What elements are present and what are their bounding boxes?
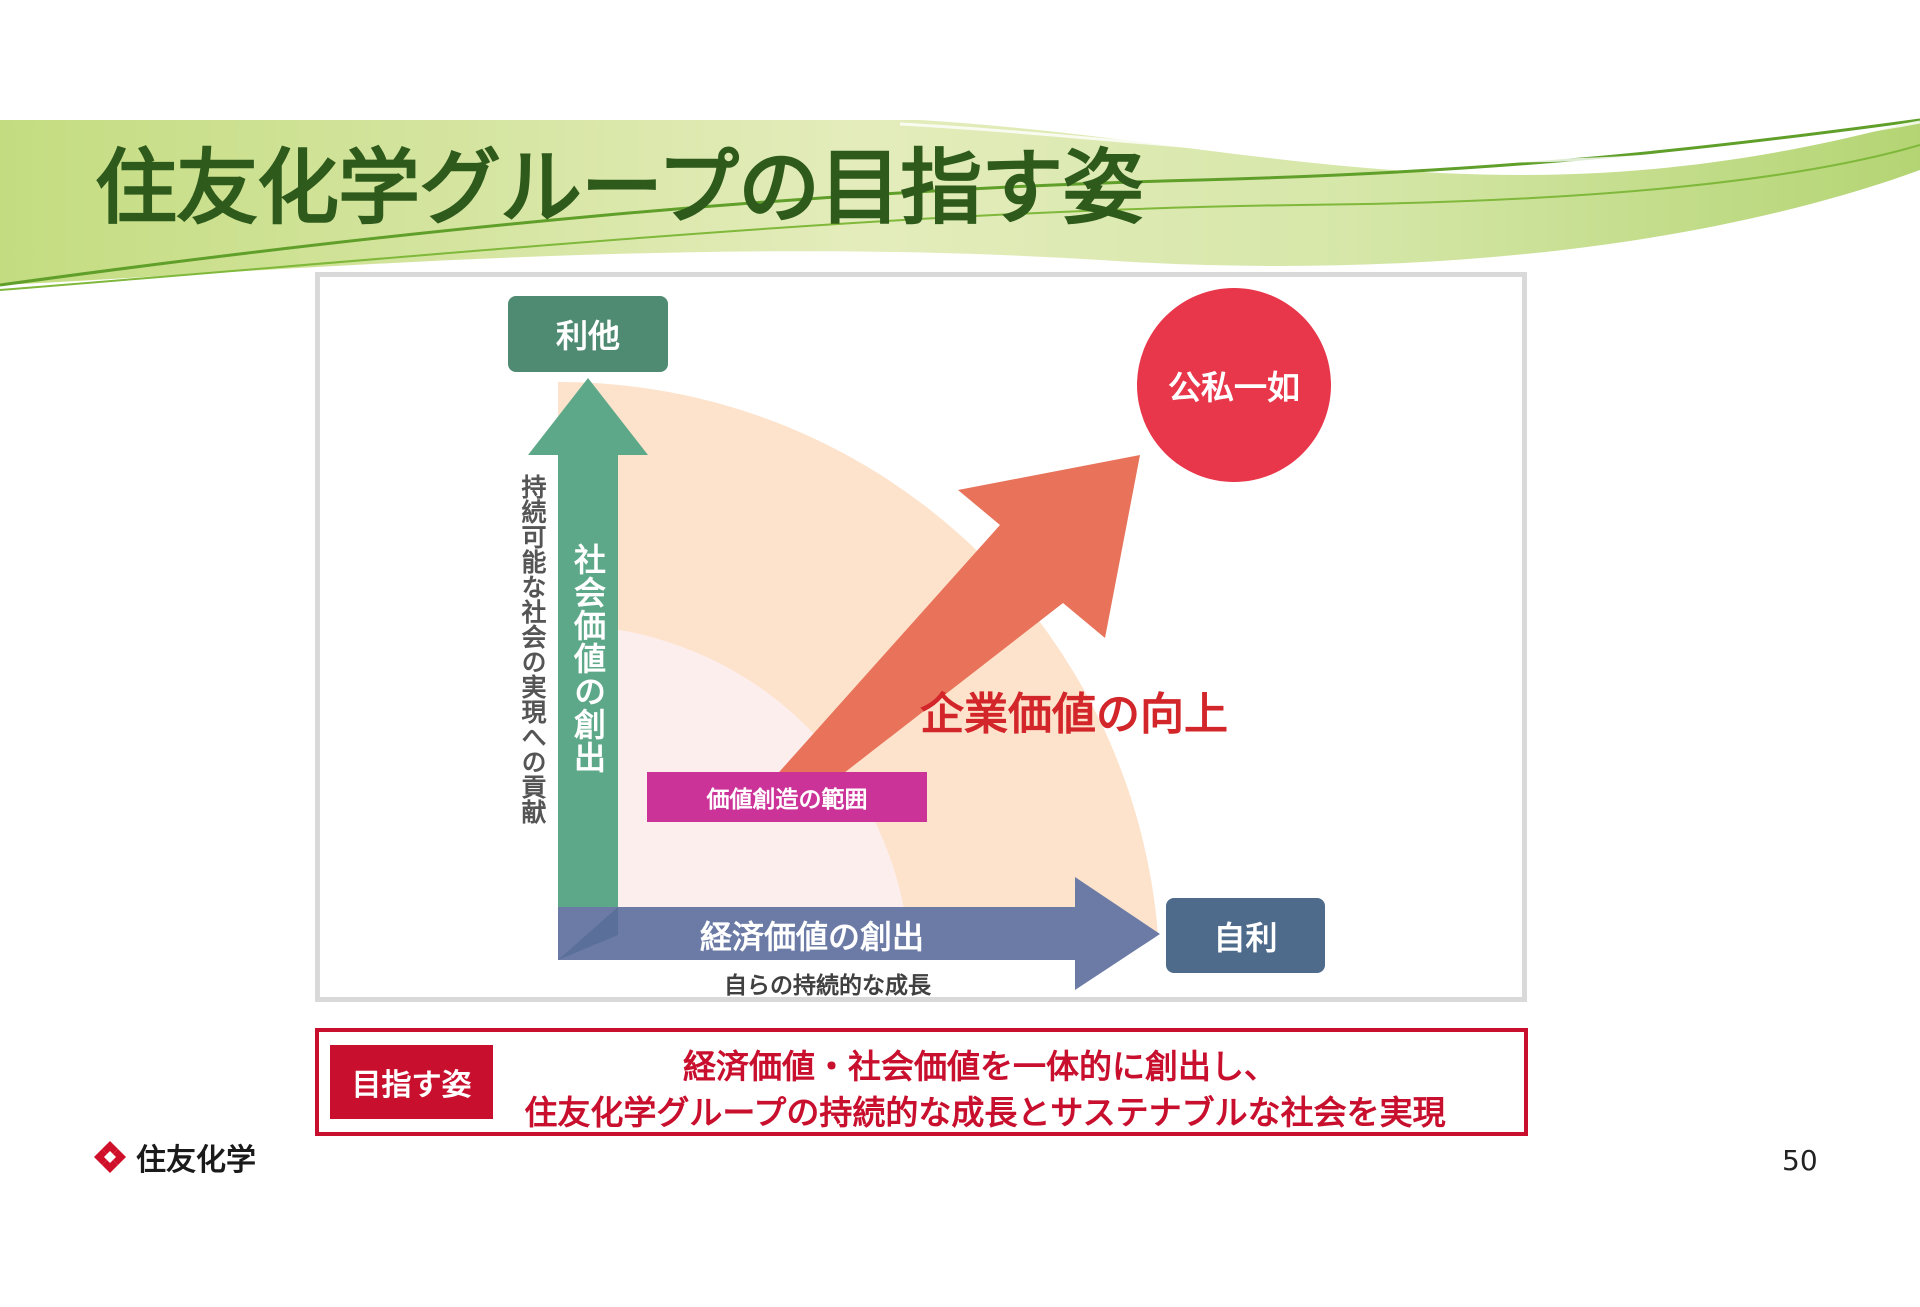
page-number: 50 [1782, 1144, 1818, 1177]
social-value-arrow [528, 378, 648, 935]
company-logo: 住友化学 [92, 1135, 256, 1179]
economic-value-axis-label: 経済価値の創出 [700, 918, 925, 956]
corporate-value-arrow [772, 455, 1140, 780]
goal-statement-box [315, 1028, 1528, 1136]
header-wave-banner [0, 118, 1920, 291]
goal-tag: 目指す姿 [330, 1045, 493, 1119]
company-logo-text: 住友化学 [136, 1143, 256, 1178]
page-title: 住友化学グループの目指す姿 [95, 141, 1144, 236]
goal-circle: 公私一如 [1137, 288, 1331, 482]
goal-line-2: 住友化学グループの持続的な成長とサステナブルな社会を実現 [524, 1093, 1446, 1132]
sustainable-society-label: 持続可能な社会の実現への貢献 [518, 474, 547, 824]
goal-line-1: 経済価値・社会価値を一体的に創出し、 [683, 1047, 1277, 1086]
corporate-value-label: 企業価値の向上 [920, 689, 1228, 740]
economic-value-arrow [558, 877, 1160, 990]
self-interest-label-box: 自利 [1166, 898, 1325, 973]
sustainable-growth-label: 自らの持続的な成長 [724, 973, 931, 999]
altruism-label-box: 利他 [508, 296, 668, 372]
value-creation-diagram [528, 378, 1160, 990]
value-creation-scope-label: 価値創造の範囲 [647, 772, 927, 822]
sumitomo-mark-icon [94, 1141, 126, 1173]
social-value-axis-label: 社会価値の創出 [569, 543, 607, 774]
